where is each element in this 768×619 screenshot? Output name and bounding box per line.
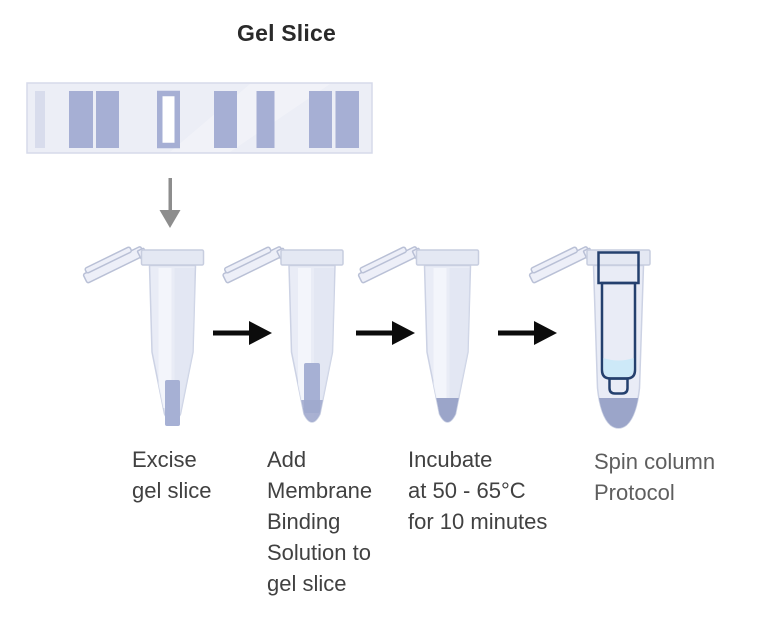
excised-gel-band <box>157 90 180 149</box>
spin-column-tube <box>526 240 651 429</box>
spin-column-insert <box>597 251 640 395</box>
solution-liquid <box>289 400 335 422</box>
dissolved-gel-liquid <box>424 398 471 422</box>
right-arrow-icon-2 <box>356 321 415 345</box>
collection-liquid <box>593 398 644 428</box>
gel-band <box>256 91 275 148</box>
gel-band <box>309 91 332 148</box>
gel-band <box>335 91 359 148</box>
gel-band <box>35 91 45 148</box>
down-arrow-icon <box>159 178 181 228</box>
gel-band <box>214 91 237 148</box>
gel-strip <box>26 82 373 154</box>
tube-excise-gel-slice <box>81 241 204 426</box>
right-arrow-icon-3 <box>498 321 557 345</box>
gel-band <box>69 91 93 148</box>
column-liquid <box>603 358 634 377</box>
gel-sheen <box>170 84 330 152</box>
right-arrow-icon-1 <box>213 321 272 345</box>
gel-band <box>96 91 119 148</box>
step-label-excise: Excise gel slice <box>132 447 212 503</box>
gel-slice-in-tube <box>165 380 180 426</box>
column-nozzle <box>608 377 629 395</box>
step-label-spin-column: Spin column Protocol <box>594 449 716 505</box>
gel-bands <box>35 90 359 149</box>
tube-binding-solution <box>220 241 343 431</box>
step-label-binding-solution: Add Membrane Binding Solution to gel sli… <box>267 447 373 596</box>
diagram-title: Gel Slice <box>237 20 336 46</box>
tube-incubate <box>356 241 479 431</box>
step-label-incubate: Incubate at 50 - 65°C for 10 minutes <box>408 447 548 534</box>
